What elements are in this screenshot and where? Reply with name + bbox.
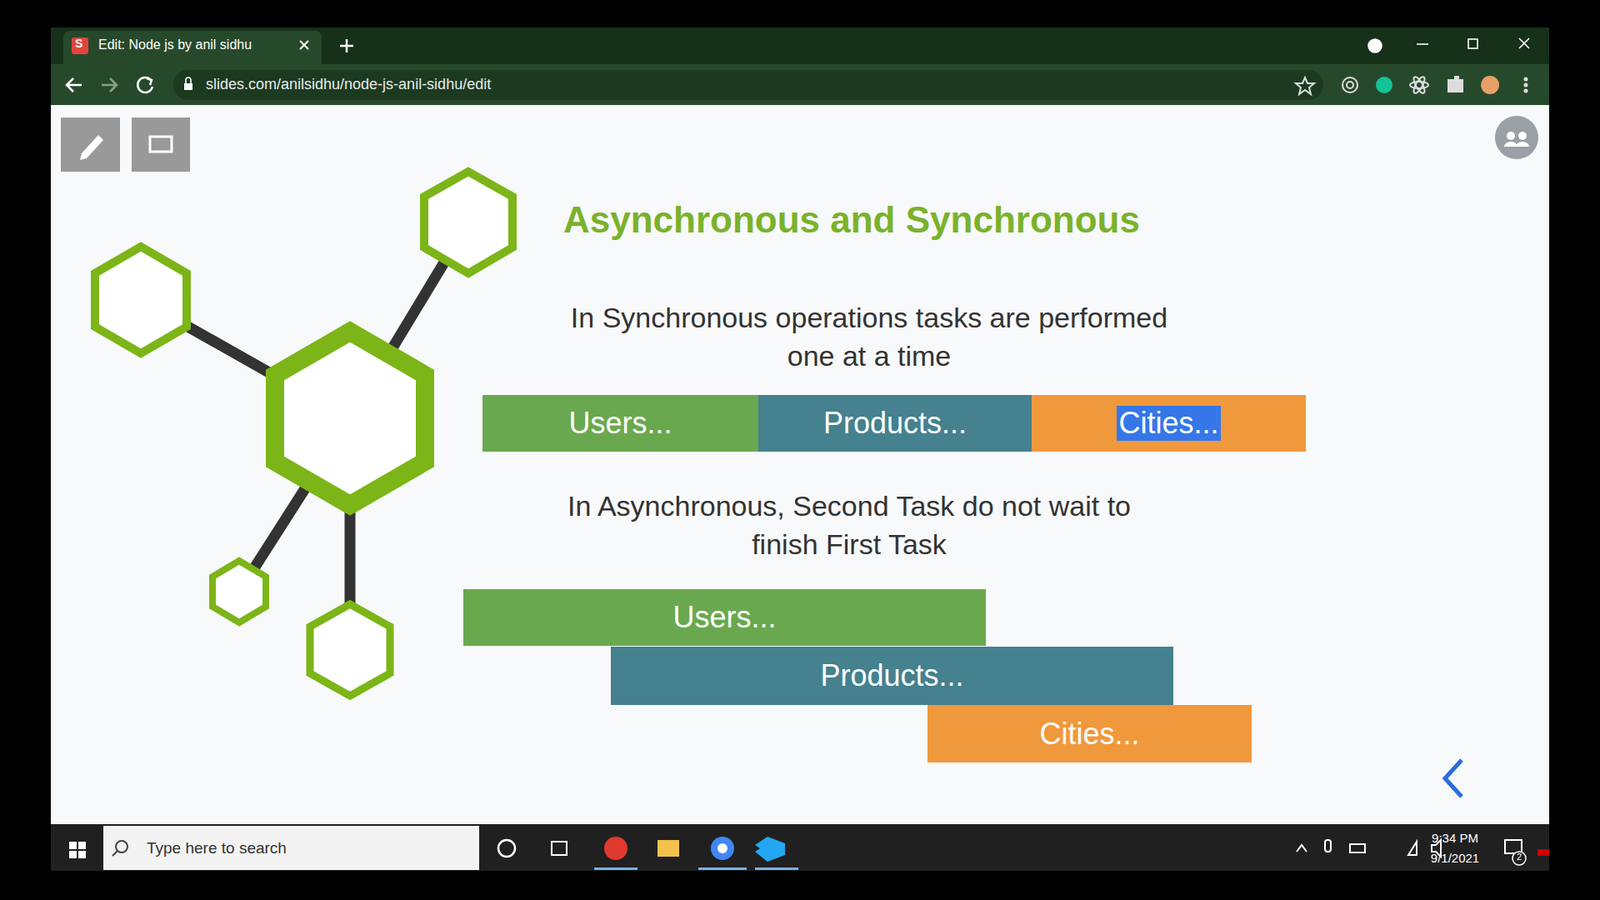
nav-icons: [66, 77, 193, 93]
tab-close: [300, 40, 309, 50]
slide-title: Asynchronous and Synchronous: [563, 198, 1140, 243]
async-description: In Asynchronous, Second Task do not wait…: [540, 486, 1158, 564]
search-placeholder: Type here to search: [146, 839, 287, 858]
taskbar-icons: [69, 836, 1550, 870]
window-controls: [1368, 38, 1530, 53]
async-task-bar: Users...: [463, 589, 986, 646]
async-task-bar: Cities...: [927, 705, 1252, 763]
tab-title: Edit: Node js by anil sidhu: [98, 37, 252, 53]
clock-time: 9:34 PM: [1416, 830, 1494, 845]
sync-task-bar: Cities...: [1031, 395, 1306, 452]
bar-label: Cities...: [1037, 716, 1141, 752]
sync-task-bar: Users...: [482, 395, 759, 452]
async-task-bar: Products...: [610, 646, 1174, 705]
bar-label: Cities...: [1116, 405, 1220, 441]
present-button: [131, 117, 190, 172]
slide-buttons: [80, 115, 1539, 160]
new-tab-plus: [340, 39, 354, 53]
bar-label: Users...: [566, 405, 674, 441]
favicon-letter: S: [75, 36, 83, 50]
sync-description: In Synchronous operations tasks are perf…: [569, 298, 1170, 375]
back-arrow: [1445, 760, 1462, 797]
bar-label: Products...: [818, 658, 965, 694]
bar-label: Users...: [670, 600, 778, 635]
bar-label: Products...: [821, 405, 969, 441]
clock-date: 9/1/2021: [1416, 850, 1494, 865]
notification-count: 2: [1515, 851, 1524, 862]
molecule-hexagons: [95, 171, 513, 696]
url-text: slides.com/anilsidhu/node-js-anil-sidhu/…: [205, 75, 491, 94]
sync-task-bar: Products...: [758, 395, 1032, 452]
extension-icons: [1295, 75, 1528, 95]
